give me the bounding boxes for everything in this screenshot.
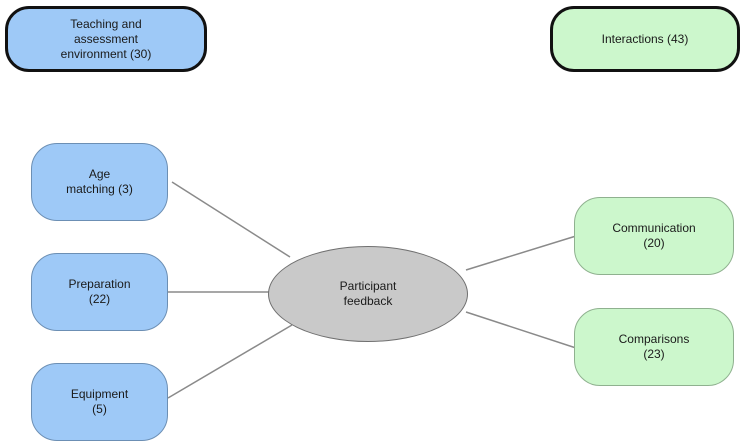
header-interactions: Interactions (43) — [550, 6, 740, 72]
node-age-matching-line-1: Age — [88, 167, 111, 181]
node-participant-feedback-line-1: Participant — [339, 279, 397, 293]
node-communication: Communication (20) — [574, 197, 734, 275]
node-comparisons-line-2: (23) — [643, 347, 665, 361]
node-age-matching: Age matching (3) — [31, 143, 168, 221]
header-interactions-label: Interactions (43) — [601, 31, 689, 46]
node-participant-feedback: Participant feedback — [268, 246, 468, 342]
node-equipment: Equipment (5) — [31, 363, 168, 441]
node-equipment-line-2: (5) — [92, 402, 107, 416]
header-teaching-line-3: environment (30) — [60, 46, 152, 61]
node-preparation-line-1: Preparation — [68, 277, 131, 291]
connector-communication — [465, 235, 577, 271]
connector-age-matching — [171, 181, 291, 258]
header-teaching-environment: Teaching and assessment environment (30) — [5, 6, 207, 72]
header-teaching-line-2: assessment — [73, 31, 139, 46]
connector-comparisons — [465, 311, 577, 349]
node-age-matching-line-2: matching (3) — [66, 182, 133, 196]
node-communication-line-1: Communication — [612, 221, 696, 235]
node-comparisons-line-1: Comparisons — [618, 332, 690, 346]
node-participant-feedback-line-2: feedback — [343, 294, 393, 308]
connector-equipment — [167, 324, 293, 399]
node-preparation: Preparation (22) — [31, 253, 168, 331]
node-preparation-line-2: (22) — [88, 292, 111, 306]
node-equipment-line-1: Equipment — [70, 387, 129, 401]
node-communication-line-2: (20) — [643, 236, 665, 250]
node-comparisons: Comparisons (23) — [574, 308, 734, 386]
header-teaching-line-1: Teaching and — [70, 16, 142, 31]
